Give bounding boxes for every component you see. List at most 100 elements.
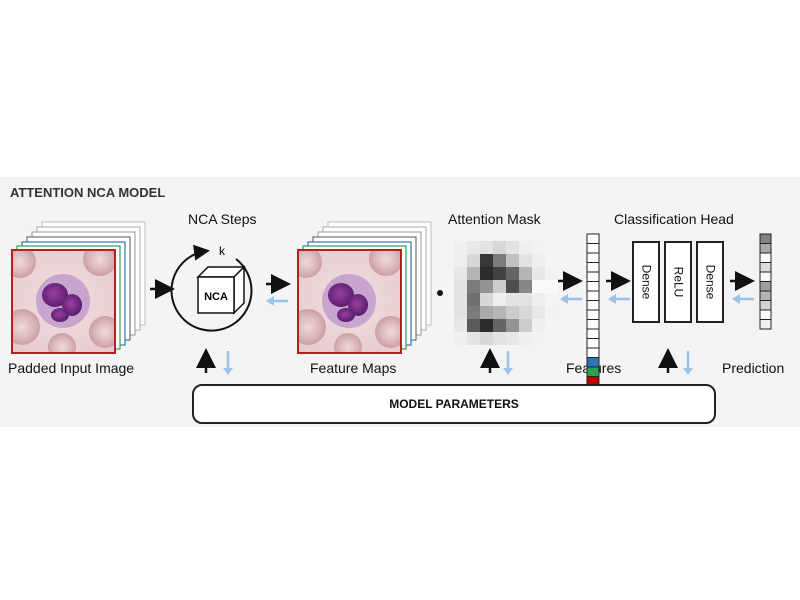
attention-cell <box>532 332 545 345</box>
padded-input-image-label: Padded Input Image <box>8 360 135 376</box>
attention-cell <box>454 254 467 267</box>
attention-cell <box>480 280 493 293</box>
prediction-cell <box>759 233 772 244</box>
attention-cell <box>532 241 545 254</box>
feature-cell <box>586 243 600 254</box>
attention-cell <box>506 267 519 280</box>
feature-map-image <box>298 250 401 353</box>
attention-cell <box>519 319 532 332</box>
attention-cell <box>545 267 558 280</box>
feature-cell <box>586 319 600 330</box>
prediction-cell <box>759 243 772 254</box>
attention-cell <box>493 332 506 345</box>
attention-cell <box>493 280 506 293</box>
input-image-stack <box>11 221 146 354</box>
prediction-cell <box>759 271 772 282</box>
attention-cell <box>454 332 467 345</box>
attention-cell <box>454 267 467 280</box>
attention-cell <box>532 319 545 332</box>
attention-cell <box>480 293 493 306</box>
feature-cell <box>586 300 600 311</box>
attention-cell <box>519 293 532 306</box>
attention-cell <box>493 254 506 267</box>
feature-color-cell <box>586 357 600 368</box>
attention-cell <box>467 241 480 254</box>
attention-cell <box>454 293 467 306</box>
attention-cell <box>493 241 506 254</box>
attention-cell <box>545 293 558 306</box>
nca-steps-label: NCA Steps <box>188 211 257 227</box>
attention-cell <box>467 332 480 345</box>
attention-cell <box>519 332 532 345</box>
attention-cell <box>493 267 506 280</box>
prediction-cell <box>759 319 772 330</box>
attention-cell <box>506 332 519 345</box>
feature-cell <box>586 338 600 349</box>
attention-cell <box>480 267 493 280</box>
attention-cell <box>506 306 519 319</box>
attention-cell <box>467 267 480 280</box>
attention-cell <box>454 306 467 319</box>
attention-cell <box>467 254 480 267</box>
feature-cell <box>586 262 600 273</box>
blood-cell-image <box>12 250 115 353</box>
features-vector <box>586 233 600 387</box>
attention-cell <box>545 306 558 319</box>
prediction-cell <box>759 281 772 292</box>
dense-layer-1: Dense <box>632 241 660 323</box>
attention-cell <box>519 254 532 267</box>
nca-box-label: NCA <box>204 291 228 303</box>
attention-cell <box>480 332 493 345</box>
attention-cell <box>545 280 558 293</box>
relu-label: ReLU <box>671 266 685 298</box>
feature-color-cell <box>586 366 600 377</box>
prediction-cell <box>759 309 772 320</box>
attention-cell <box>493 293 506 306</box>
k-label: k <box>219 244 226 258</box>
attention-cell <box>519 241 532 254</box>
model-parameters-box: MODEL PARAMETERS <box>192 384 716 424</box>
attention-cell <box>454 280 467 293</box>
attention-cell <box>506 254 519 267</box>
attention-cell <box>480 254 493 267</box>
feature-cell <box>586 271 600 282</box>
attention-cell <box>532 280 545 293</box>
loop-arrow-icon <box>170 244 253 332</box>
nca-cube-icon <box>197 276 235 314</box>
prediction-cell <box>759 262 772 273</box>
prediction-cell <box>759 252 772 263</box>
feature-cell <box>586 281 600 292</box>
attention-cell <box>493 306 506 319</box>
attention-cell <box>480 306 493 319</box>
attention-cell <box>545 254 558 267</box>
attention-cell <box>506 280 519 293</box>
feature-cell <box>586 328 600 339</box>
attention-cell <box>467 306 480 319</box>
attention-cell <box>532 293 545 306</box>
feature-cell <box>586 309 600 320</box>
attention-cell <box>467 293 480 306</box>
attention-cell <box>506 293 519 306</box>
attention-cell <box>480 241 493 254</box>
attention-cell <box>506 319 519 332</box>
multiply-dot-icon <box>437 290 443 296</box>
attention-cell <box>532 254 545 267</box>
attention-cell <box>545 241 558 254</box>
attention-cell <box>480 319 493 332</box>
attention-cell <box>467 280 480 293</box>
prediction-cell <box>759 290 772 301</box>
attention-cell <box>506 241 519 254</box>
feature-cell <box>586 233 600 244</box>
classification-head-label: Classification Head <box>614 211 734 227</box>
attention-cell <box>545 319 558 332</box>
feature-cell <box>586 290 600 301</box>
attention-cell <box>532 306 545 319</box>
attention-cell <box>519 306 532 319</box>
diagram-canvas: k NCA <box>11 221 772 387</box>
attention-cell <box>519 280 532 293</box>
attention-cell <box>532 267 545 280</box>
relu-layer: ReLU <box>664 241 692 323</box>
attention-cell <box>454 319 467 332</box>
feature-cell <box>586 347 600 358</box>
attention-cell <box>493 319 506 332</box>
